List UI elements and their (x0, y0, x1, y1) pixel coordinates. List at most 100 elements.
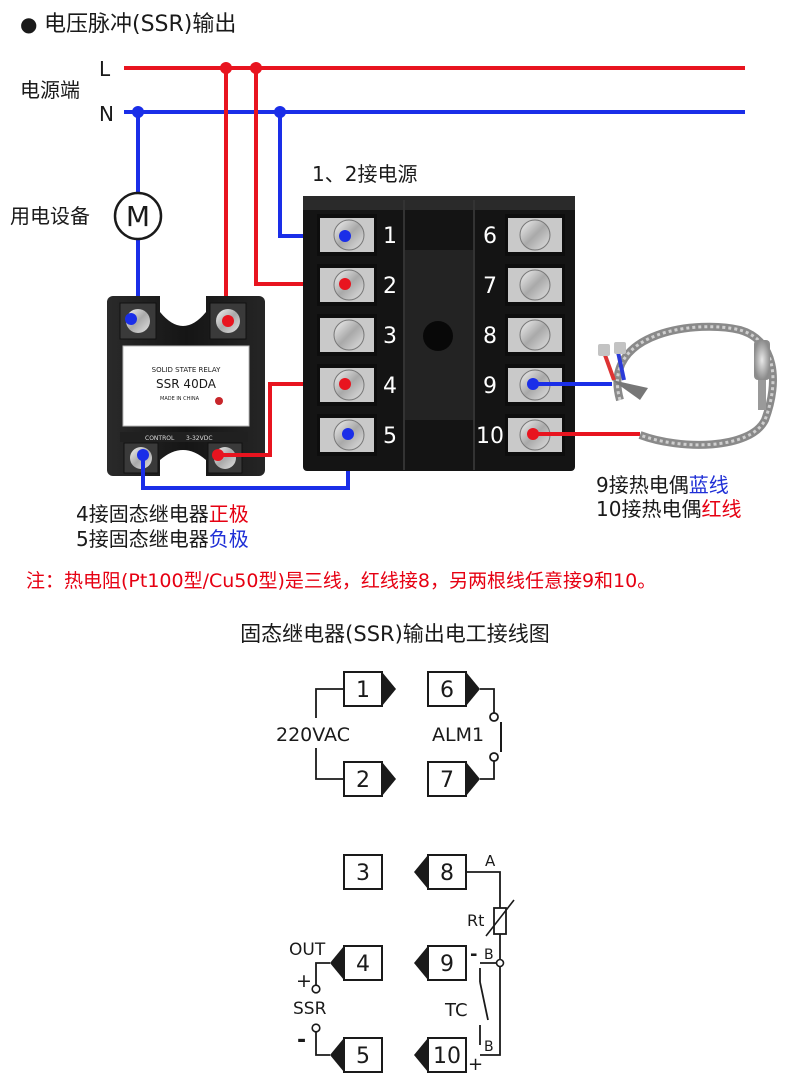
junction-dot (220, 62, 232, 74)
rtd-label: Rt (467, 911, 484, 930)
alarm-contact-icon (489, 752, 499, 762)
terminal-label-6: 6 (483, 224, 497, 249)
schematic-number-3: 3 (356, 861, 370, 886)
alarm-wire-bottom (480, 761, 495, 780)
schematic-number-7: 7 (440, 768, 454, 793)
schematic-terminal-5 (330, 1037, 383, 1073)
terminal-label-3: 3 (383, 324, 397, 349)
alarm-contact-icon (489, 712, 499, 722)
ssr-label-line3: MADE IN CHINA (160, 396, 200, 402)
ssr-note-4: 4接固态继电器正极 (76, 502, 249, 526)
power-bracket-top (315, 688, 344, 718)
motor-icon (113, 191, 163, 241)
ssr-note-5-prefix: 5接固态继电器 (76, 527, 209, 551)
tc-switch-icon (479, 981, 489, 1021)
terminal-5-dot (342, 428, 354, 440)
voltage-label: 220VAC (276, 724, 350, 746)
terminal-label-7: 7 (483, 274, 497, 299)
schematic-terminal-3 (343, 854, 383, 890)
schematic-number-4: 4 (356, 952, 370, 977)
load-device-label: 用电设备 (10, 204, 90, 228)
ssr-note-4-highlight: 正极 (209, 502, 249, 526)
tc-minus-sign: - (470, 944, 477, 965)
terminal-label-9: 9 (483, 374, 497, 399)
ssr-minus-dot (137, 449, 149, 461)
ssr-model: SSR 40DA (156, 377, 217, 391)
thermo-note-10-prefix: 10接热电偶 (596, 497, 701, 521)
thermocouple-probe-image (598, 322, 777, 449)
ssr-plus-node-icon (311, 984, 321, 994)
rtd-b-label: B (484, 947, 494, 963)
ssr-load-terminal-dot (222, 315, 234, 327)
ssr-note-4-prefix: 4接固态继电器 (76, 502, 209, 526)
schematic-number-10: 10 (433, 1044, 461, 1069)
ssr-note-5: 5接固态继电器负极 (76, 527, 249, 551)
schematic-number-5: 5 (356, 1044, 370, 1069)
rtd-note: 注：热电阻(Pt100型/Cu50型)是三线，红线接8，另两根线任意接9和10。 (26, 570, 656, 592)
junction-dot (274, 106, 286, 118)
power-bracket-bottom (315, 748, 344, 780)
tc-label: TC (444, 1000, 468, 1021)
terminal-2-dot (339, 278, 351, 290)
terminal-label-2: 2 (383, 274, 397, 299)
terminal-label-10: 10 (476, 424, 504, 449)
terminal-label-5: 5 (383, 424, 397, 449)
ssr-label-line1: SOLID STATE RELAY (152, 366, 221, 374)
line-N-label: N (99, 102, 114, 126)
schematic-terminal-1 (343, 671, 396, 707)
schematic-terminal-6 (427, 671, 480, 707)
ssr-minus-node-icon (311, 1023, 321, 1033)
schematic-number-6: 6 (440, 678, 454, 703)
schematic-terminal-7 (427, 761, 480, 797)
schematic-terminal-9 (414, 945, 467, 981)
schematic-terminal-2 (343, 761, 396, 797)
terminal-label-8: 8 (483, 324, 497, 349)
alarm-wire-top (480, 688, 495, 713)
ssr-label: SSR (293, 999, 327, 1019)
terminal-4-dot (339, 378, 351, 390)
power-source-label: 电源端 (20, 78, 80, 102)
ssr-minus-sign: - (297, 1028, 306, 1053)
out-label: OUT (289, 940, 326, 960)
ssr-plus-sign: + (296, 970, 312, 992)
thermo-note-9: 9接热电偶蓝线 (596, 473, 729, 497)
terminal-label-4: 4 (383, 374, 397, 399)
terminal-10-dot (527, 428, 539, 440)
schematic-number-1: 1 (356, 678, 370, 703)
thermo-note-10-highlight: 红线 (701, 497, 741, 521)
ssr-out-plus-wire (315, 962, 330, 985)
terminal-label-1: 1 (383, 224, 397, 249)
schematic-number-2: 2 (356, 768, 370, 793)
resistor-variable-arrow-icon (485, 899, 515, 937)
ssr-out-minus-wire (315, 1032, 330, 1056)
alarm-label: ALM1 (432, 724, 484, 746)
rtd-wire-a (466, 871, 501, 908)
rtd-b2-label: B (484, 1039, 494, 1055)
schematic-number-9: 9 (440, 952, 454, 977)
line-L-label: L (99, 57, 111, 81)
rtd-a-label: A (485, 852, 496, 870)
junction-dot (250, 62, 262, 74)
schematic-terminal-10 (414, 1037, 467, 1073)
ssr-control-label: CONTROL (145, 435, 175, 442)
header-title: 电压脉冲(SSR)输出 (44, 12, 236, 37)
terminal-9-dot (527, 378, 539, 390)
thermo-note-9-prefix: 9接热电偶 (596, 473, 689, 497)
junction-dot (132, 106, 144, 118)
rtd-node-icon (495, 958, 505, 968)
thermo-note-10: 10接热电偶红线 (596, 497, 741, 521)
ssr-voltage-label: 3-32VDC (186, 435, 213, 442)
header-bullet: ● (20, 12, 37, 36)
schematic-terminal-4 (330, 945, 383, 981)
ssr-load-terminal-dot (125, 313, 137, 325)
tc-plus-sign: + (468, 1054, 483, 1075)
schematic-title: 固态继电器(SSR)输出电工接线图 (240, 622, 550, 646)
terminal-1-dot (339, 230, 351, 242)
ssr-note-5-highlight: 负极 (209, 527, 249, 551)
schematic-number-8: 8 (440, 861, 454, 886)
ssr-plus-dot (212, 449, 224, 461)
motor-symbol: M (126, 200, 150, 233)
schematic-terminal-8 (414, 854, 467, 890)
thermo-note-9-highlight: 蓝线 (689, 473, 729, 497)
